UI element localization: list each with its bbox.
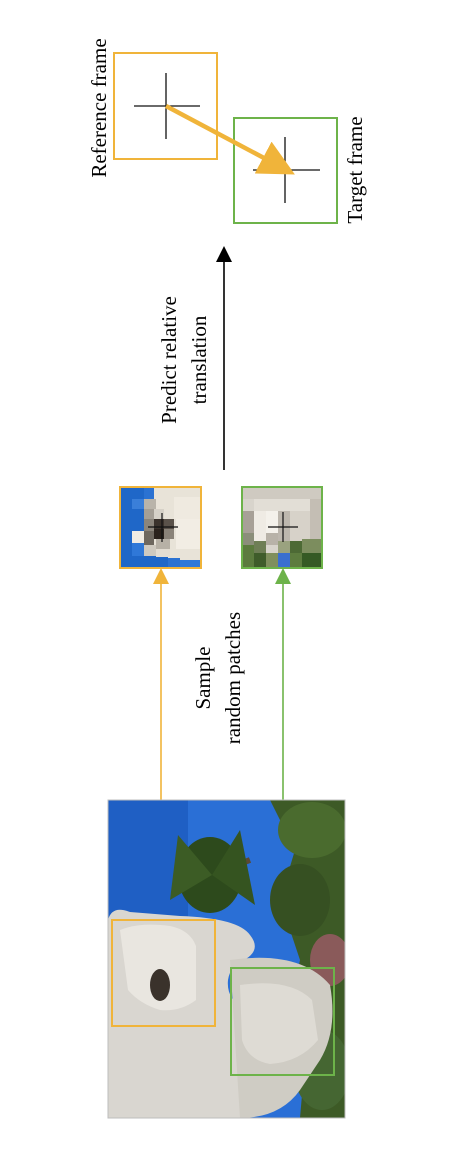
crosshair-icon <box>268 512 298 542</box>
reference-crop-box <box>111 919 216 1027</box>
predict-label-line1: Predict relative <box>157 296 181 424</box>
sample-label-line1: Sample <box>191 647 215 710</box>
reference-frame-label: Reference frame <box>87 38 111 177</box>
translation-arrow <box>164 104 295 175</box>
target-frame-label: Target frame <box>343 116 367 223</box>
source-photo-border <box>107 799 346 1119</box>
crosshair-icon <box>148 513 178 542</box>
target-crop-box <box>230 967 335 1076</box>
source-photo <box>108 800 345 1118</box>
crosshair-icon <box>253 137 320 203</box>
target-frame <box>233 117 338 224</box>
sample-label-line2: random patches <box>221 612 245 744</box>
predict-label-line2: translation <box>187 315 211 404</box>
reference-frame-box <box>113 52 218 160</box>
reference-frame <box>113 52 218 160</box>
reference-patch <box>120 487 201 568</box>
target-frame-box <box>233 117 338 224</box>
